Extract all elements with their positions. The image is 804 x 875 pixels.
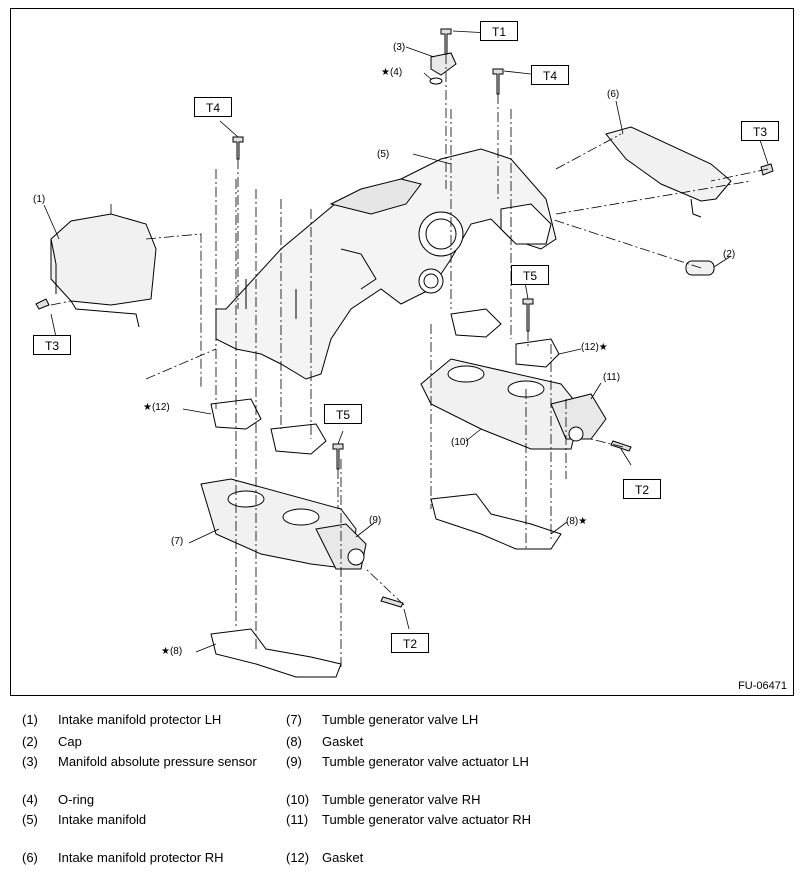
legend-text: Intake manifold: [58, 812, 147, 827]
callout-5: (5): [377, 149, 390, 160]
legend-text: Gasket: [322, 734, 364, 749]
torque-label-t1: T1: [480, 21, 518, 41]
legend-text: Manifold absolute pressure sensor: [58, 754, 257, 769]
legend-text: Tumble generator valve LH: [322, 712, 479, 727]
torque-label-t3-left: T3: [33, 335, 71, 355]
map-sensor-shape: [429, 52, 457, 85]
legend-number: (4): [22, 792, 38, 807]
legend-text: Cap: [58, 734, 82, 749]
legend-number: (11): [286, 812, 309, 827]
callout-2: (2): [723, 249, 736, 260]
callout-7: (7): [171, 536, 184, 547]
legend-text: Tumble generator valve actuator RH: [322, 812, 532, 827]
legend-number: (10): [286, 792, 310, 807]
legend-text: Tumble generator valve RH: [322, 792, 481, 807]
protector-lh-shape: [50, 213, 157, 328]
callout-4: ★(4): [381, 67, 403, 78]
callout-1: (1): [33, 194, 46, 205]
legend-number: (5): [22, 812, 38, 827]
legend-number: (6): [22, 850, 38, 865]
leader-lines: [43, 30, 769, 653]
legend-number: (8): [286, 734, 302, 749]
callout-8-lh: ★(8): [161, 646, 183, 657]
tgv-rh-shape: [420, 358, 607, 450]
gasket-8-shapes: [210, 493, 562, 678]
legend-text: Gasket: [322, 850, 364, 865]
alignment-lines: [50, 54, 769, 669]
legend-number: (7): [286, 712, 302, 727]
figure-id: FU-06471: [738, 680, 787, 692]
torque-label-t5-left: T5: [324, 404, 362, 424]
callout-6: (6): [607, 89, 620, 100]
exploded-diagram: (1) (2) (3) ★(4) (5) (6) (7) ★(8) (8)★ (…: [10, 8, 794, 696]
legend-number: (9): [286, 754, 302, 769]
legend-text: Intake manifold protector LH: [58, 712, 222, 727]
legend-text: Tumble generator valve actuator LH: [322, 754, 529, 769]
callout-9: (9): [369, 515, 382, 526]
torque-label-t2-left: T2: [391, 633, 429, 653]
legend-text: Intake manifold protector RH: [58, 850, 224, 865]
bolts: [35, 28, 774, 608]
diagram-drawing: [35, 28, 774, 678]
callout-12-rh: (12)★: [581, 342, 608, 353]
torque-label-t3-right: T3: [741, 121, 779, 141]
callout-10: (10): [451, 437, 469, 448]
callout-3: (3): [393, 42, 406, 53]
torque-label-t4-left: T4: [194, 97, 232, 117]
gasket-12-shapes: [210, 308, 560, 455]
callout-12-lh: ★(12): [143, 402, 170, 413]
legend-number: (2): [22, 734, 38, 749]
legend-number: (12): [286, 850, 310, 865]
protector-rh-shape: [605, 126, 732, 218]
legend-text: O-ring: [58, 792, 95, 807]
tgv-lh-shape: [200, 478, 367, 570]
torque-label-t2-right: T2: [623, 479, 661, 499]
intake-manifold-shape: [215, 148, 557, 380]
callout-11: (11): [603, 372, 621, 383]
torque-label-t4-top: T4: [531, 65, 569, 85]
legend-number: (1): [22, 712, 38, 727]
legend-number: (3): [22, 754, 38, 769]
torque-label-t5-right: T5: [511, 265, 549, 285]
callout-8-rh: (8)★: [566, 516, 588, 527]
